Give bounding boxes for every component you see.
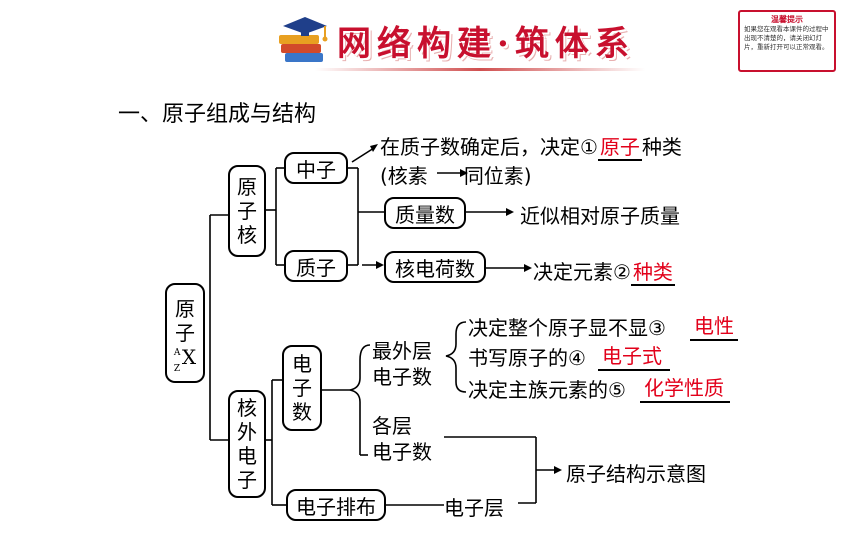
answer-1: 原子	[597, 135, 642, 161]
electron-count-char: 子	[292, 376, 312, 400]
electron-count-char: 电	[292, 352, 312, 376]
tip-box: 温馨提示 如果您在观看本课件的过程中出现不清楚的，请关闭幻灯片，重新打开可以正常…	[738, 10, 836, 72]
answer-5: 化学性质	[640, 372, 730, 403]
extranuclear-char: 电	[237, 444, 257, 468]
nucleus-char: 原	[237, 175, 257, 199]
proton-node: 质子	[284, 250, 348, 282]
tip-body: 如果您在观看本课件的过程中出现不清楚的，请关闭幻灯片，重新打开可以正常观看。	[744, 25, 829, 51]
extranuclear-char: 子	[237, 468, 257, 492]
each-shell-line-1: 各层	[372, 414, 412, 438]
atomic-number-sub: Z	[173, 364, 181, 374]
tip-title: 温馨提示	[771, 15, 803, 24]
section-banner: 网络构建·筑体系	[275, 6, 645, 71]
nucleus-char: 子	[237, 199, 257, 223]
nuclide-symbol: A Z X	[174, 345, 197, 374]
electron-config-node: 电子排布	[286, 489, 386, 521]
electron-count-node: 电 子 数	[282, 345, 322, 431]
banner-underline	[315, 68, 645, 71]
mass-number-node: 质量数	[384, 197, 466, 229]
outer-statement-3: 决定主族元素的⑤	[468, 378, 626, 402]
nuclide-isotope-line: (核素 同位素)	[380, 160, 532, 189]
outer-shell-line-2: 电子数	[372, 365, 432, 389]
mass-statement: 近似相对原子质量	[520, 204, 680, 228]
outer-shell-label: 最外层 电子数	[372, 338, 432, 390]
answer-3: 电性	[690, 310, 738, 341]
graduation-books-icon	[279, 17, 328, 62]
charge-statement-prefix: 决定元素②	[533, 260, 631, 284]
extranuclear-electron-node: 核 外 电 子	[228, 390, 266, 498]
nuclide-text: (核素	[380, 164, 428, 188]
answer-4: 电子式	[598, 340, 670, 371]
isotope-text: 同位素)	[463, 164, 532, 188]
extranuclear-char: 核	[237, 396, 257, 420]
neutron-statement-suffix: 种类	[641, 135, 682, 159]
neutron-statement-prefix: 在质子数确定后，决定①	[380, 135, 598, 159]
diagram-statement: 原子结构示意图	[566, 462, 706, 486]
nucleus-char: 核	[237, 223, 257, 247]
nuclear-charge-node: 核电荷数	[384, 251, 486, 283]
atom-root-label-2: 子	[175, 321, 195, 345]
banner-title: 网络构建·筑体系	[337, 24, 635, 64]
section-title: 一、原子组成与结构	[118, 102, 317, 127]
outer-statement-2: 书写原子的④	[468, 346, 586, 370]
outer-statement-1: 决定整个原子显不显③	[468, 316, 666, 340]
nucleus-node: 原 子 核	[228, 165, 266, 257]
each-shell-line-2: 电子数	[372, 440, 432, 464]
mass-number-sup: A	[173, 348, 181, 358]
element-symbol: X	[181, 345, 197, 369]
electron-count-char: 数	[292, 400, 312, 424]
atom-root-label-1: 原	[175, 297, 195, 321]
each-shell-label: 各层 电子数	[372, 413, 432, 465]
electron-shell-label: 电子层	[444, 496, 504, 520]
outer-shell-line-1: 最外层	[372, 339, 432, 363]
answer-2: 种类	[630, 260, 675, 286]
neutron-node: 中子	[284, 152, 348, 184]
atom-root-node: 原 子 A Z X	[165, 283, 205, 383]
extranuclear-char: 外	[237, 420, 257, 444]
